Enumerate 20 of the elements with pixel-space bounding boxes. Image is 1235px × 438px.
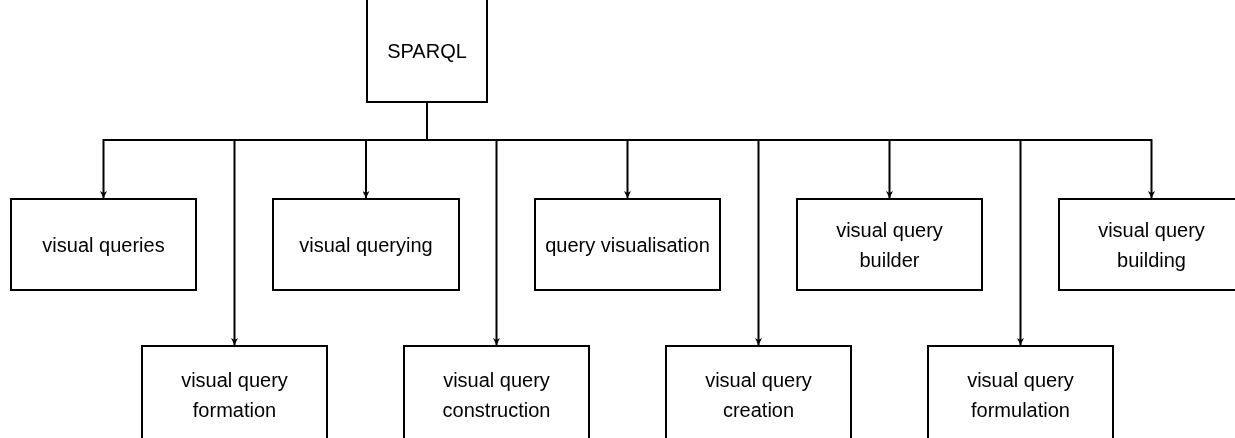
process-box <box>403 345 590 438</box>
process-box <box>927 345 1114 438</box>
box-label: visual query creation <box>704 368 813 423</box>
process-box <box>665 345 852 438</box>
box-label: visual query builder <box>835 217 944 273</box>
box-label: visual query formulation <box>966 368 1075 423</box>
box-label: visual query building <box>1097 217 1206 273</box>
box-label: SPARQL <box>386 38 468 64</box>
process-box <box>534 198 721 291</box>
process-box <box>796 198 983 291</box>
process-box <box>141 345 328 438</box>
process-box <box>1058 198 1235 291</box>
box-label: visual query formation <box>180 368 289 423</box>
box-label: visual queries <box>41 232 166 258</box>
process-box <box>10 198 197 291</box>
box-label: visual querying <box>298 232 434 258</box>
box-label: query visualisation <box>544 232 711 258</box>
process-box <box>366 0 488 103</box>
process-box <box>272 198 460 291</box>
box-label: visual query construction <box>441 368 552 423</box>
